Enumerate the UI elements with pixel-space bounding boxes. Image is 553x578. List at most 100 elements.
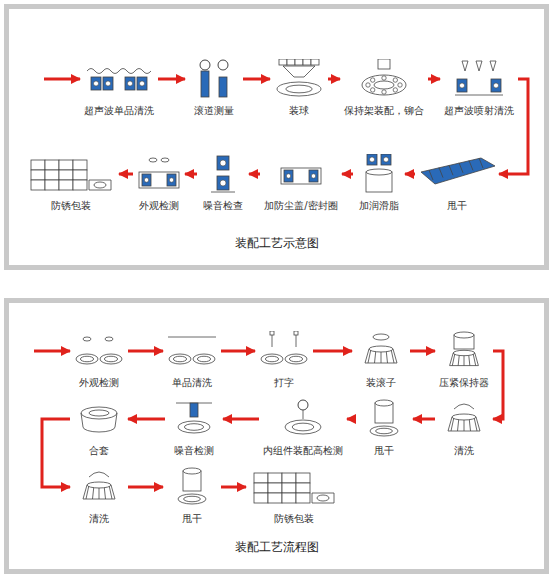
flow-arrow — [119, 173, 133, 176]
illustration-part — [283, 66, 315, 77]
illustration-part — [452, 414, 476, 420]
illustration-part — [393, 78, 397, 82]
illustration-part — [287, 59, 295, 65]
step-label: 加防尘盖/密封圈 — [264, 199, 337, 212]
step-illustration — [455, 61, 503, 95]
illustration-part — [309, 170, 318, 182]
illustration-part — [289, 356, 302, 362]
process-step: 清洗 — [437, 399, 491, 458]
illustration-part — [282, 493, 296, 503]
step-illustration-layer — [357, 399, 411, 439]
illustration-part — [31, 170, 45, 180]
illustration-part — [296, 483, 310, 493]
step-label: 清洗 — [89, 512, 109, 525]
illustration-part — [142, 174, 151, 186]
process-step: 甩干 — [417, 154, 497, 213]
illustration-part — [169, 354, 191, 364]
step-label: 滚道测量 — [194, 104, 234, 117]
illustration-part — [479, 158, 483, 168]
illustration-part — [254, 473, 268, 483]
illustration-part — [45, 180, 59, 190]
illustration-part — [376, 428, 393, 434]
illustration-part — [80, 356, 93, 362]
illustration-part — [279, 59, 287, 65]
illustration-part — [296, 473, 310, 483]
flow-arrow — [313, 350, 352, 353]
process-step: 压紧保持器 — [437, 331, 491, 390]
step-label: 打字 — [274, 376, 294, 389]
flow-arrow — [249, 173, 260, 176]
illustration-part — [220, 180, 226, 186]
process-panel: 装配工艺示意图超声波单品清洗滚道测量装球保持架装配，铆合超声波喷射清洗甩干加润滑… — [4, 4, 549, 270]
illustration-part — [87, 69, 151, 74]
illustration-part — [100, 354, 122, 364]
process-step: 防锈包装 — [248, 467, 340, 526]
illustration-part — [382, 90, 386, 94]
illustration-part — [268, 473, 282, 483]
illustration-part — [184, 424, 203, 431]
flow-arrow — [221, 350, 255, 353]
illustration-part — [490, 61, 496, 71]
step-illustration-layer — [417, 154, 497, 194]
process-step: 超声波单品清洗 — [82, 59, 156, 118]
illustration-part — [45, 160, 59, 170]
illustration-part — [374, 81, 394, 89]
illustration-part — [370, 157, 375, 162]
panel-title: 装配工艺流程图 — [9, 539, 544, 556]
process-step: 加润滑脂 — [355, 154, 403, 213]
flow-arrow — [410, 350, 435, 353]
illustration-part — [366, 169, 392, 175]
illustration-part — [303, 410, 304, 419]
step-illustration — [176, 403, 212, 433]
illustration-part — [261, 354, 283, 364]
flow-arrow — [405, 173, 415, 176]
process-step: 装球 — [272, 59, 326, 118]
step-illustration — [366, 154, 392, 192]
flow-arrow — [342, 173, 353, 176]
process-step: 装滚子 — [354, 331, 408, 390]
step-label: 超声波喷射清洗 — [444, 104, 514, 117]
illustration-part — [45, 170, 59, 180]
step-illustration-layer — [272, 59, 326, 99]
illustration-part — [384, 157, 389, 162]
flow-arrow — [185, 173, 197, 176]
step-illustration — [168, 337, 216, 364]
illustration-part — [178, 494, 206, 504]
step-illustration — [365, 334, 397, 363]
illustration-part — [494, 83, 499, 88]
illustration-part — [294, 331, 298, 335]
illustration-part — [449, 165, 453, 175]
illustration-part — [76, 354, 98, 364]
process-step: 单品清洗 — [165, 331, 219, 390]
step-illustration — [211, 156, 235, 192]
illustration-part — [367, 154, 377, 165]
illustration-part — [295, 59, 303, 65]
illustration-part — [268, 493, 282, 503]
illustration-part — [31, 180, 45, 190]
step-illustration-layer — [261, 399, 345, 439]
illustration-part — [59, 160, 73, 170]
step-label: 噪音检测 — [174, 444, 214, 457]
illustration-part — [286, 85, 312, 93]
flow-arrow — [243, 78, 270, 81]
process-step: 噪音检测 — [167, 399, 221, 458]
step-label: 防锈包装 — [51, 199, 91, 212]
flow-arrow — [499, 79, 528, 174]
illustration-part — [105, 337, 113, 341]
process-step: 防锈包装 — [25, 154, 117, 213]
flow-arrow — [347, 418, 355, 421]
illustration-part — [190, 403, 198, 417]
illustration-part — [491, 79, 501, 92]
illustration-part — [459, 163, 463, 173]
illustration-part — [462, 61, 468, 71]
step-illustration — [277, 59, 321, 96]
illustration-part — [298, 400, 308, 410]
illustration-part — [378, 59, 390, 69]
illustration-part — [265, 356, 278, 362]
step-illustration — [87, 69, 151, 91]
illustration-part — [211, 192, 235, 193]
illustration-part — [89, 180, 111, 190]
step-label: 防锈包装 — [274, 512, 314, 525]
flow-arrow — [128, 350, 163, 353]
illustration-part — [217, 176, 229, 190]
